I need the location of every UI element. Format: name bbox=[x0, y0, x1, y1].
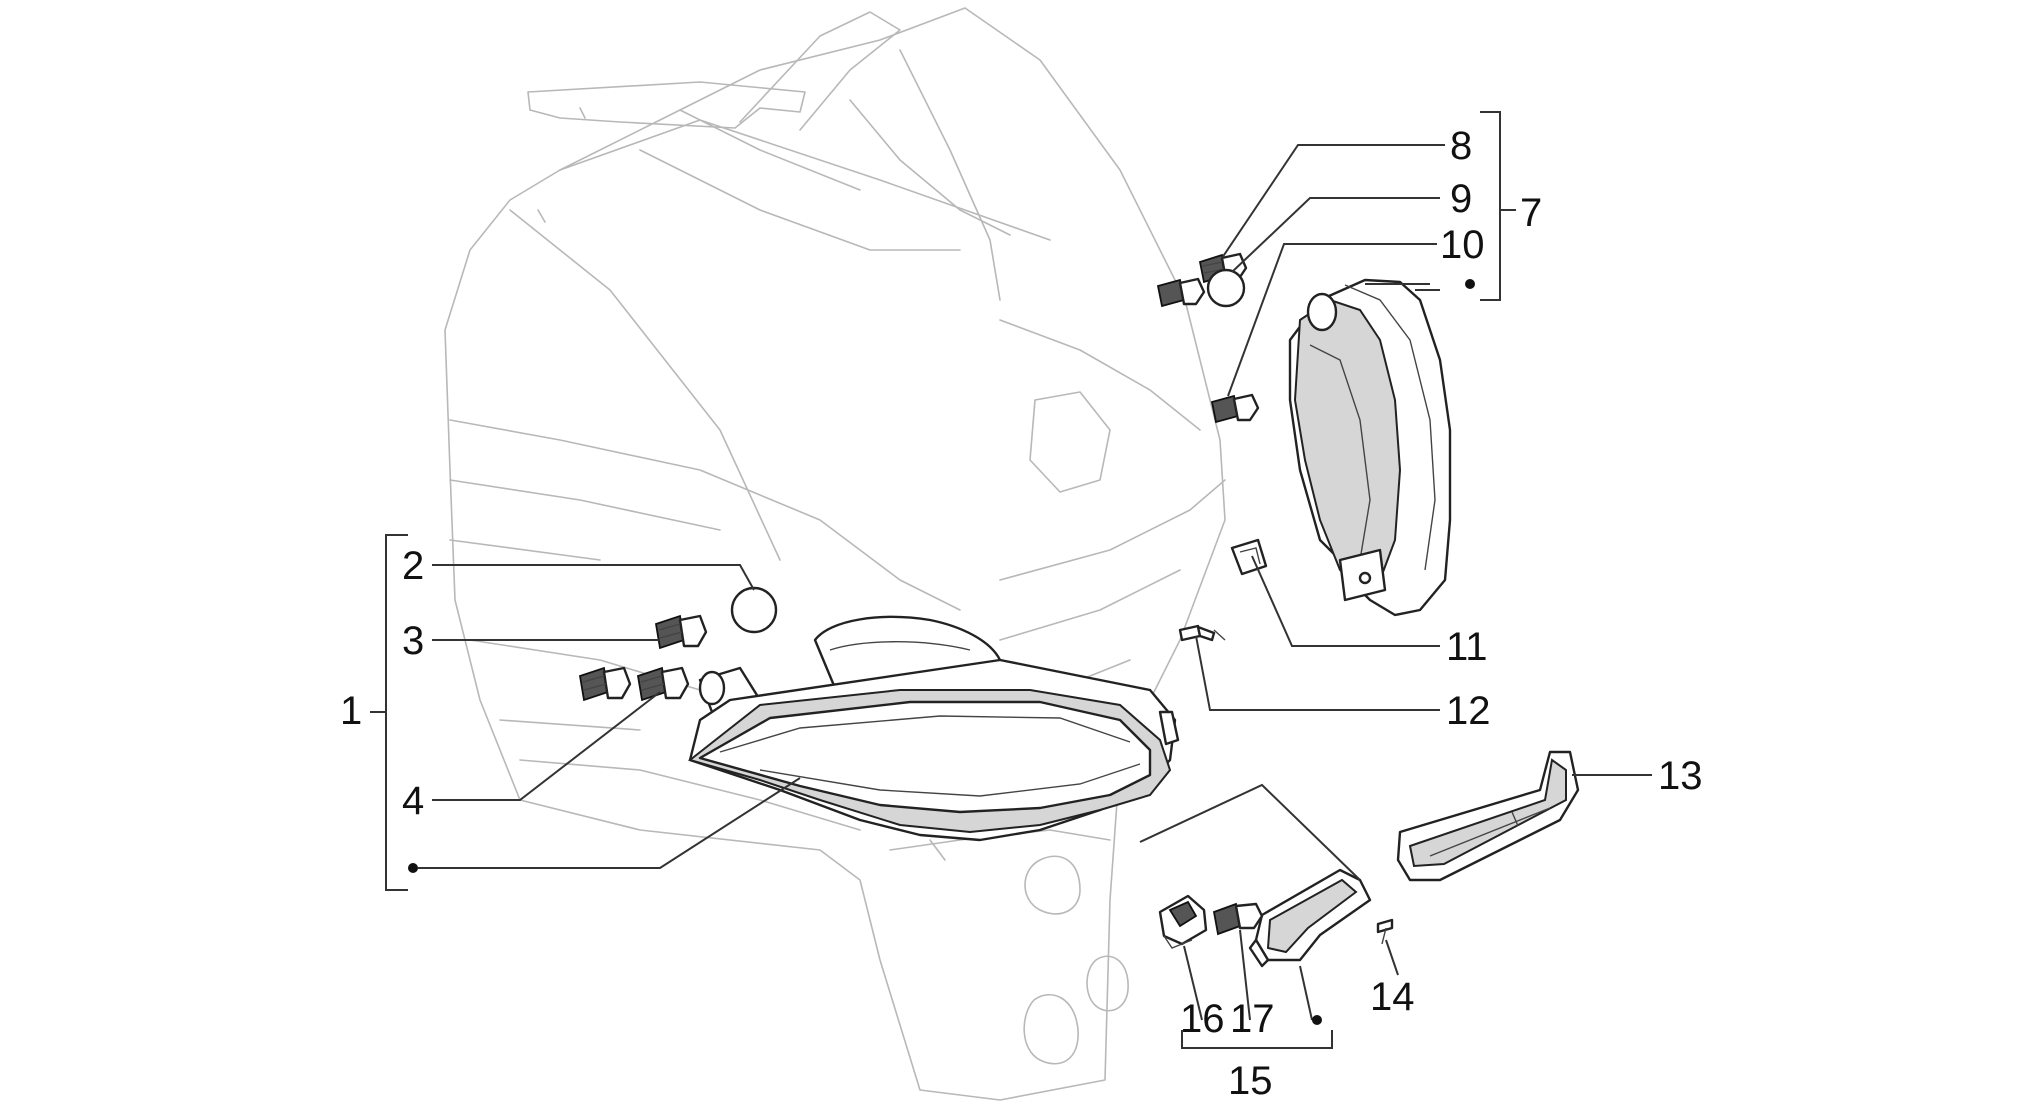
bracket-group-7 bbox=[1480, 111, 1516, 301]
lamp-bulb-4 bbox=[636, 666, 690, 702]
callout-13: 13 bbox=[1658, 754, 1703, 798]
side-lamp-assembly bbox=[1288, 278, 1452, 617]
callout-11: 11 bbox=[1446, 625, 1488, 669]
leader-lines bbox=[418, 144, 1652, 1021]
lamp-bulb-spare bbox=[578, 666, 632, 702]
tail-light-assembly bbox=[687, 615, 1180, 842]
callout-9: 9 bbox=[1450, 177, 1472, 221]
lamp-bulb-9-globe bbox=[1206, 268, 1246, 308]
callout-4: 4 bbox=[402, 779, 424, 823]
callout-14: 14 bbox=[1370, 975, 1415, 1019]
rear-body-ghost bbox=[444, 7, 1226, 1101]
callout-10: 10 bbox=[1440, 223, 1485, 267]
callout-labels: 1 2 3 4 7 8 9 10 11 12 13 14 15 16 17 bbox=[340, 124, 1703, 1103]
callout-3: 3 bbox=[402, 619, 424, 663]
callout-15: 15 bbox=[1228, 1059, 1273, 1103]
screw-14 bbox=[1376, 918, 1394, 945]
callout-7: 7 bbox=[1520, 191, 1542, 235]
lamp-bulb-3 bbox=[654, 614, 708, 650]
callout-12: 12 bbox=[1446, 689, 1491, 733]
lamp-bulb-small-1 bbox=[1156, 277, 1206, 308]
bracket-group-15 bbox=[1181, 1030, 1333, 1049]
screw-12 bbox=[1178, 624, 1226, 642]
dot-1 bbox=[408, 863, 418, 873]
callout-2: 2 bbox=[402, 544, 424, 588]
lamp-bulb-10 bbox=[1210, 393, 1260, 424]
spring-clip-11 bbox=[1230, 538, 1268, 576]
bracket-group-1 bbox=[370, 534, 408, 891]
dot-15 bbox=[1312, 1015, 1322, 1025]
dot-7 bbox=[1465, 279, 1475, 289]
callout-8: 8 bbox=[1450, 124, 1472, 168]
lamp-bulb-2-globe bbox=[730, 586, 778, 634]
callout-16: 16 bbox=[1180, 997, 1225, 1041]
bulb-socket-16 bbox=[1158, 894, 1208, 949]
bulb-17 bbox=[1212, 902, 1264, 936]
callout-17: 17 bbox=[1230, 997, 1275, 1041]
plate-light-housing-15 bbox=[1248, 868, 1372, 968]
callout-1: 1 bbox=[340, 689, 362, 733]
reflector-13 bbox=[1396, 750, 1580, 882]
